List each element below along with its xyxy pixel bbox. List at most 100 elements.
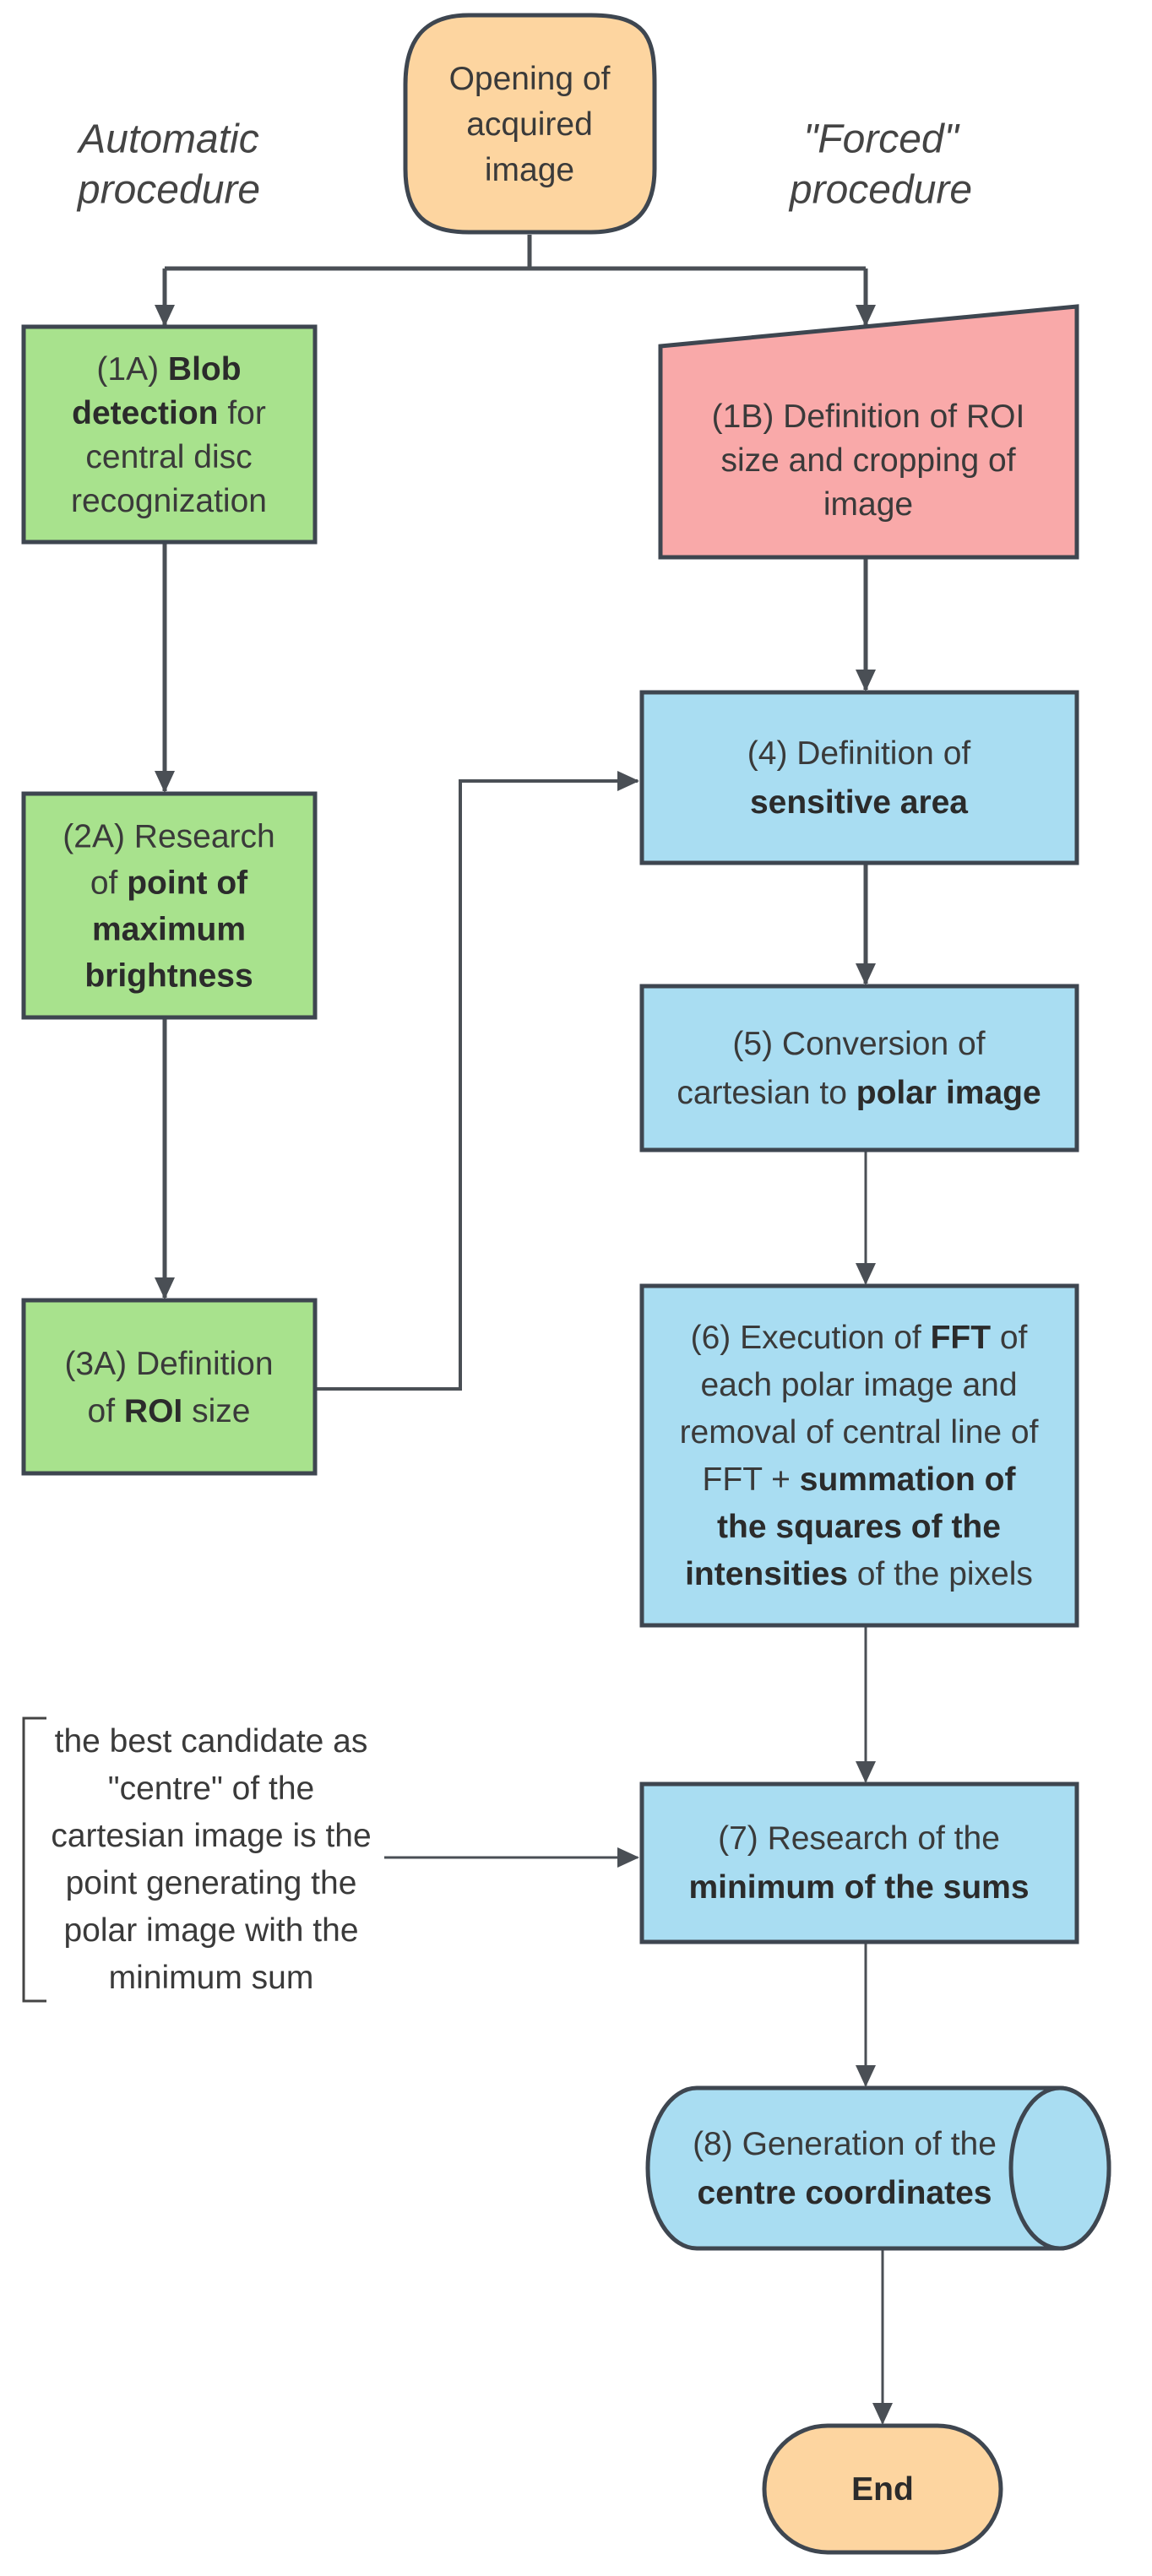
node-4-text-line: sensitive area [750,784,968,821]
node-6-text-line: FFT + summation of [703,1462,1017,1498]
annotation-text-line: cartesian image is the [51,1818,371,1854]
text-segment: "centre" of the [108,1771,315,1807]
lane-label-automatic: Automatic procedure [76,117,260,213]
text-segment: End [851,2471,914,2508]
node-5-text-line: cartesian to polar image [677,1075,1041,1111]
text-segment: of [991,1320,1028,1356]
node-8-text-line: centre coordinates [698,2175,992,2211]
node-4-shape [639,690,1079,865]
node-7-text-line: minimum of the sums [688,1869,1029,1906]
node-6-text-line: the squares of the [717,1509,1001,1545]
node-start-text: Opening of acquired image [449,61,611,188]
node-2a-text: (2A) Research of point of maximum brightnes… [62,818,274,994]
node-7-shape [639,1782,1079,1944]
lane-label-automatic-line: Automatic [76,117,258,162]
annotation-text-line: the best candidate as [55,1723,368,1760]
node-1b-text: (1B) Definition of ROI size and cropping … [712,399,1025,523]
node-8-text-line: (8) Generation of the [693,2126,997,2162]
text-segment: centre coordinates [698,2175,992,2211]
node-6-text-line: intensities of the pixels [685,1556,1033,1592]
node-4-text: (4) Definition of sensitive area [747,735,971,821]
text-segment: image [823,486,913,523]
text-segment: for [219,395,266,431]
text-segment: maximum [92,911,246,947]
annotation-text-line: minimum sum [109,1960,314,1996]
node-start-shape [403,13,657,235]
node-7-text: (7) Research of the minimum of the sums [688,1820,1029,1906]
text-segment: (4) Definition of [747,735,971,772]
node-start-text-line: Opening of [449,61,611,97]
text-segment: (1B) Definition of ROI [712,399,1025,435]
text-segment: (1A) [96,351,168,388]
node-start-text-line: image [485,152,574,188]
text-segment: the best candidate as [55,1723,368,1760]
lane-label-forced: "Forced" procedure [788,117,972,213]
node-1a-text-line: detection for [72,395,266,431]
node-3a-shape [21,1298,318,1476]
node-6-text-line: removal of central line of [680,1414,1039,1451]
text-segment: Blob [168,351,242,388]
node-8-shape [645,2085,1111,2251]
node-1a-text-line: recognization [71,483,267,519]
node-6-text: (6) Execution of FFT of each polar image … [680,1320,1039,1592]
node-4-text-line: (4) Definition of [747,735,971,772]
node-2a-text-line: brightness [84,957,253,994]
annotation-text-line: point generating the [66,1865,357,1901]
text-segment: FFT [931,1320,992,1356]
text-segment: polar image with the [63,1912,358,1949]
text-segment: of the pixels [848,1556,1033,1592]
text-segment: intensities [685,1556,848,1592]
node-1b-text-line: image [823,486,913,523]
text-segment: central disc [85,439,252,475]
text-segment: polar image [856,1075,1041,1111]
text-segment: Opening of [449,61,611,97]
text-segment: point of [127,865,248,901]
node-start [403,13,657,235]
node-8-text: (8) Generation of the centre coordinates [693,2126,997,2211]
text-segment: recognization [71,483,267,519]
node-6-text-line: each polar image and [700,1367,1017,1403]
text-segment: (5) Conversion of [732,1026,985,1062]
text-segment: brightness [84,957,253,994]
node-1a-text-line: central disc [85,439,252,475]
text-segment: ROI [124,1393,182,1429]
text-segment: size and cropping of [720,442,1015,479]
text-segment: image [485,152,574,188]
text-segment: FFT + [703,1462,800,1498]
text-segment: size [182,1393,250,1429]
node-3a-text-line: of ROI size [88,1393,251,1429]
text-segment: minimum of the sums [688,1869,1029,1906]
node-1a-shape [21,324,318,545]
node-end-text-line: End [851,2471,914,2508]
node-3a-text: (3A) Definition of ROI size [64,1346,273,1429]
lane-label-forced-line: "Forced" [803,117,959,162]
text-segment: minimum sum [109,1960,314,1996]
node-5-shape [639,984,1079,1152]
node-1a-text-line: (1A) Blob [96,351,241,388]
lane-label-forced-line: procedure [788,168,972,213]
node-1b-shape [658,304,1079,560]
text-segment: removal of central line of [680,1414,1039,1451]
text-segment: (2A) Research [62,818,274,854]
node-start-text-line: acquired [466,106,593,143]
text-segment: (7) Research of the [718,1820,1000,1857]
text-segment: cartesian to [677,1075,856,1111]
node-5-text-line: (5) Conversion of [732,1026,985,1062]
text-segment: summation of [800,1462,1017,1498]
node-2a-text-line: of point of [90,865,248,901]
annotation-text-line: "centre" of the [108,1771,315,1807]
node-6-shape [639,1283,1079,1628]
node-2a-shape [21,791,318,1020]
text-segment: (3A) Definition [64,1346,273,1382]
node-7-text-line: (7) Research of the [718,1820,1000,1857]
node-end-shape [762,2423,1003,2555]
text-segment: of [88,1393,124,1429]
lane-label-automatic-line: procedure [76,168,260,213]
node-3a-text-line: (3A) Definition [64,1346,273,1382]
node-5-text: (5) Conversion of cartesian to polar imag… [677,1026,1041,1111]
text-segment: point generating the [66,1865,357,1901]
edges [155,235,893,2425]
node-6-text-line: (6) Execution of FFT of [691,1320,1028,1356]
node-1a-text: (1A) Blob detection for central disc recogn… [71,351,267,519]
